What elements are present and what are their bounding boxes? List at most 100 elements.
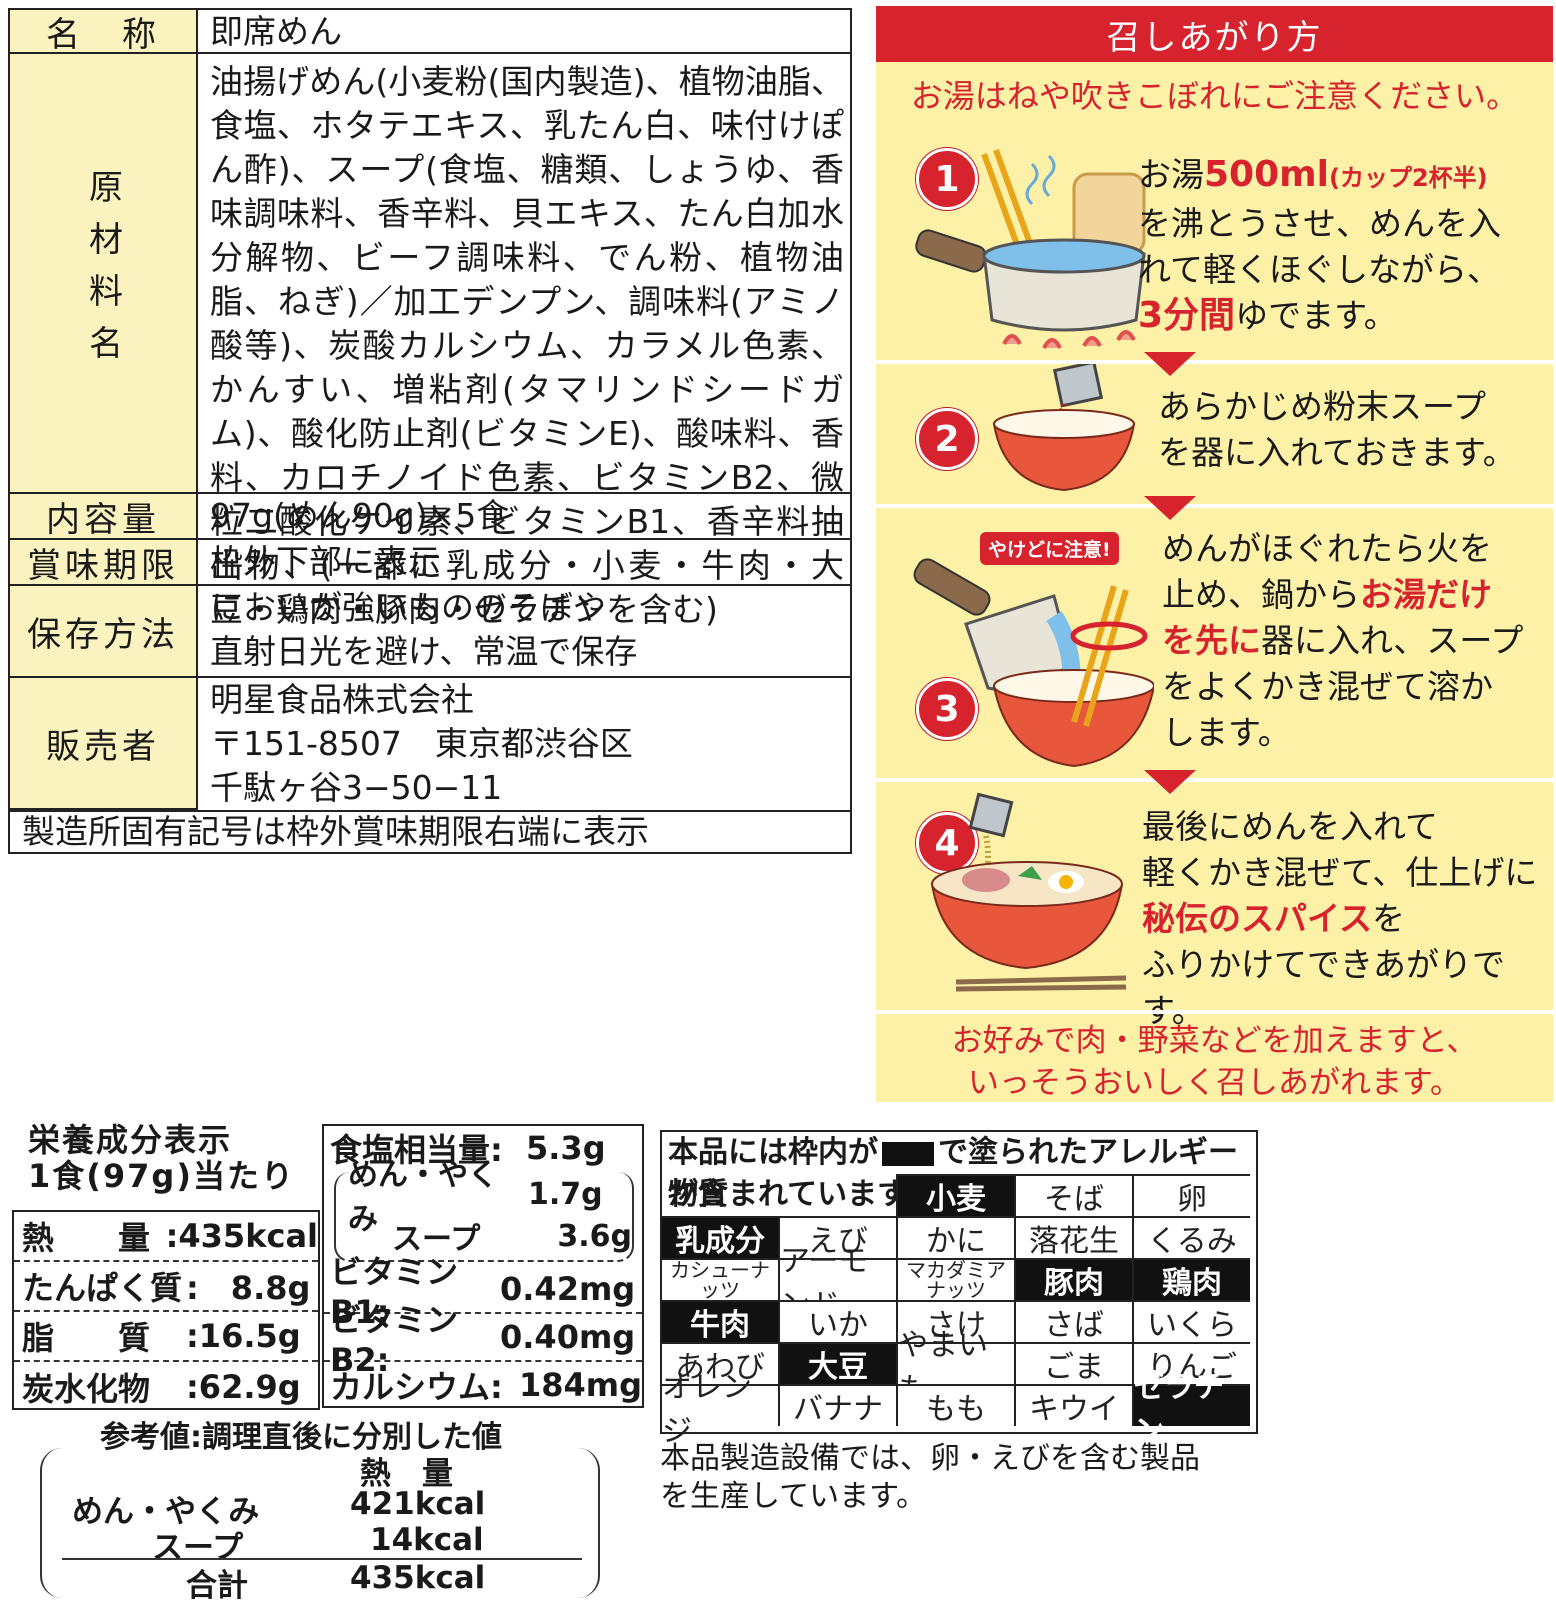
fat-row: 脂 質 :16.5g bbox=[14, 1312, 318, 1362]
step-4-text: 最後にめんを入れて 軽くかき混ぜて、仕上げに 秘伝のスパイスを ふりかけてできあ… bbox=[1142, 804, 1550, 1034]
allergen-cell: 乳成分 bbox=[660, 1216, 778, 1259]
reference-total-value: 435kcal bbox=[350, 1560, 486, 1596]
allergen-cell: オレンジ bbox=[660, 1370, 778, 1449]
calcium-label: カルシウム: bbox=[330, 1368, 503, 1406]
step-4: 4 最後にめんを入れて 軽くかき混ぜて、仕上げに 秘伝のスパイスを ふりかけてで… bbox=[876, 782, 1553, 1030]
manufacturer-note: 製造所固有記号は枠外賞味期限右端に表示 bbox=[10, 810, 850, 852]
salt-label: 食塩相当量: bbox=[330, 1131, 503, 1169]
bowl-soup-packet-icon bbox=[992, 364, 1136, 492]
reference-noodle-label: めん・やくみ bbox=[72, 1494, 260, 1530]
arrow-down-icon bbox=[1144, 496, 1196, 520]
energy-label: 熱 量 bbox=[22, 1219, 151, 1257]
step-1-line-3: れて軽くほぐしながら、 bbox=[1138, 250, 1501, 289]
expiry-value: 枠外下部に表示 bbox=[198, 540, 850, 586]
protein-label: たんぱく質 bbox=[22, 1269, 183, 1307]
step-1-a: お湯 bbox=[1138, 155, 1204, 194]
step-divider-3 bbox=[876, 778, 1553, 782]
salt-noodle-value: 1.7g bbox=[528, 1176, 603, 1212]
ingredients-label: 原材料名 bbox=[82, 169, 123, 377]
protein-value: : 8.8g bbox=[186, 1269, 311, 1307]
allergen-header-b: で塗られたアレルギー物質 bbox=[668, 1135, 1238, 1212]
allergen-facility-note: 本品製造設備では、卵・えびを含む製品 を生産しています。 bbox=[660, 1440, 1280, 1516]
howto-panel: 召しあがり方 お湯はねや吹きこぼれにご注意ください。 1 お湯500ml(カップ… bbox=[876, 6, 1553, 1102]
storage-line-1: においが強いもののそばや bbox=[210, 588, 606, 627]
nutrition-sub-box: 食塩相当量: 5.3g めん・やくみ 1.7g スープ 3.6g ビタミンB1:… bbox=[322, 1124, 644, 1408]
allergen-cell: 鶏肉 bbox=[1132, 1258, 1250, 1301]
step-4-line-1: 最後にめんを入れて bbox=[1142, 807, 1439, 846]
step-3-line-5: します。 bbox=[1162, 713, 1291, 752]
allergen-cell: いくら bbox=[1132, 1300, 1250, 1343]
howto-title: 召しあがり方 bbox=[876, 6, 1553, 62]
step-4-b: を bbox=[1372, 899, 1406, 938]
salt-value: 5.3g bbox=[526, 1129, 606, 1167]
step-3-number: 3 bbox=[916, 678, 978, 740]
calcium-value: 184mg bbox=[518, 1366, 642, 1404]
allergen-cell: 落花生 bbox=[1014, 1216, 1132, 1259]
vitamin-b2-value: 0.40mg bbox=[500, 1318, 636, 1356]
seller-label: 販売者 bbox=[10, 678, 198, 810]
content-label: 内容量 bbox=[10, 494, 198, 540]
calcium-row: カルシウム: 184mg bbox=[324, 1362, 642, 1408]
salt-soup-label: スープ bbox=[392, 1222, 481, 1257]
storage-line-2: 直射日光を避け、常温で保存 bbox=[210, 632, 638, 671]
pot-boiling-icon bbox=[915, 148, 1146, 349]
reference-title: 参考値:調理直後に分別した値 bbox=[100, 1420, 502, 1455]
ingredients-value: 油揚げめん(小麦粉(国内製造)、植物油脂、食塩、ホタテエキス、乳たん白、味付けぽ… bbox=[210, 62, 844, 629]
energy-value: :435kcal bbox=[165, 1217, 318, 1255]
nutrition-title: 栄養成分表示 1食(97g)当たり bbox=[28, 1122, 295, 1194]
salt-row: 食塩相当量: 5.3g bbox=[324, 1126, 642, 1170]
allergen-header-c: が含まれています。 bbox=[668, 1177, 935, 1212]
step-3-a: 止め、鍋から bbox=[1162, 575, 1360, 614]
footer-line-2: いっそうおいしく召しあがれます。 bbox=[968, 1065, 1461, 1101]
salt-noodle-row: めん・やくみ 1.7g bbox=[336, 1158, 632, 1237]
vitamin-b1-value: 0.42mg bbox=[500, 1270, 636, 1308]
allergen-cell: さけ bbox=[896, 1300, 1014, 1343]
allergen-cell: カシューナッツ bbox=[660, 1258, 778, 1300]
reference-noodle-value: 421kcal bbox=[350, 1486, 486, 1522]
step-3-c: を先に bbox=[1162, 621, 1261, 660]
vitamin-b2-row: ビタミンB2: 0.40mg bbox=[324, 1301, 642, 1379]
allergen-cell: 豚肉 bbox=[1014, 1258, 1132, 1301]
step-2-line-2: を器に入れておきます。 bbox=[1158, 433, 1516, 472]
reference-soup-value: 14kcal bbox=[370, 1522, 484, 1558]
step-2: 2 あらかじめ粉末スープ を器に入れておきます。 bbox=[876, 364, 1553, 504]
allergen-cell: ゼラチン bbox=[1132, 1370, 1250, 1449]
step-1: 1 お湯500ml(カップ2杯半) を沸とうさせ、めんを入 れて軽くほぐしながら… bbox=[876, 124, 1553, 360]
energy-row: 熱 量 :435kcal bbox=[14, 1212, 318, 1262]
black-fill-swatch bbox=[882, 1141, 934, 1166]
allergen-cell: 小麦 bbox=[896, 1174, 1014, 1217]
step-1-number: 1 bbox=[916, 148, 978, 210]
reference-divider bbox=[62, 1558, 582, 1560]
seller-line-1: 明星食品株式会社 bbox=[210, 680, 474, 719]
allergen-cell: そば bbox=[1014, 1174, 1132, 1217]
allergen-note-line-1: 本品製造設備では、卵・えびを含む製品 bbox=[660, 1441, 1200, 1476]
vitamin-b1-label: ビタミンB1: bbox=[330, 1253, 459, 1331]
allergen-cell: もも bbox=[896, 1384, 1014, 1427]
allergen-cell: かに bbox=[896, 1216, 1014, 1259]
step-4-line-4: ふりかけてできあがりです。 bbox=[1142, 945, 1505, 1030]
allergen-table: 本品には枠内がで塗られたアレルギー物質 が含まれています。 小麦そば卵乳成分えび… bbox=[660, 1130, 1258, 1449]
step-2-line-1: あらかじめ粉末スープ bbox=[1158, 387, 1487, 426]
nutrition-title-line-1: 栄養成分表示 bbox=[28, 1121, 233, 1159]
carb-label: 炭水化物 bbox=[22, 1370, 151, 1408]
step-2-number: 2 bbox=[916, 408, 978, 470]
allergen-cell: いか bbox=[778, 1300, 896, 1343]
name-label: 名 称 bbox=[10, 10, 198, 55]
allergen-cell: 大豆 bbox=[778, 1342, 896, 1385]
salt-breakdown: めん・やくみ 1.7g スープ 3.6g bbox=[334, 1158, 634, 1262]
ingredients-label-cell: 原材料名 bbox=[10, 54, 198, 494]
seller-value: 明星食品株式会社 〒151-8507 東京都渋谷区 千駄ヶ谷3−50−11 bbox=[198, 678, 850, 810]
burn-caution-badge: やけどに注意! bbox=[980, 532, 1119, 565]
salt-noodle-label: めん・やくみ bbox=[348, 1158, 498, 1237]
seller-line-2: 〒151-8507 東京都渋谷区 bbox=[210, 724, 633, 763]
allergen-cell: ごま bbox=[1014, 1342, 1132, 1385]
allergen-cell: 牛肉 bbox=[660, 1300, 778, 1343]
carb-row: 炭水化物 :62.9g bbox=[14, 1362, 318, 1412]
fat-value: :16.5g bbox=[186, 1317, 301, 1355]
step-1-time: 3分間 bbox=[1138, 295, 1236, 336]
step-1-line-2: を沸とうさせ、めんを入 bbox=[1138, 204, 1501, 243]
product-info-table: 名 称 即席めん 原材料名 油揚げめん(小麦粉(国内製造)、植物油脂、食塩、ホタ… bbox=[8, 8, 852, 854]
arrow-down-icon bbox=[1144, 352, 1196, 376]
allergen-header-a: 本品には枠内が bbox=[668, 1135, 878, 1170]
step-4-line-2: 軽くかき混ぜて、仕上げに bbox=[1142, 853, 1538, 892]
